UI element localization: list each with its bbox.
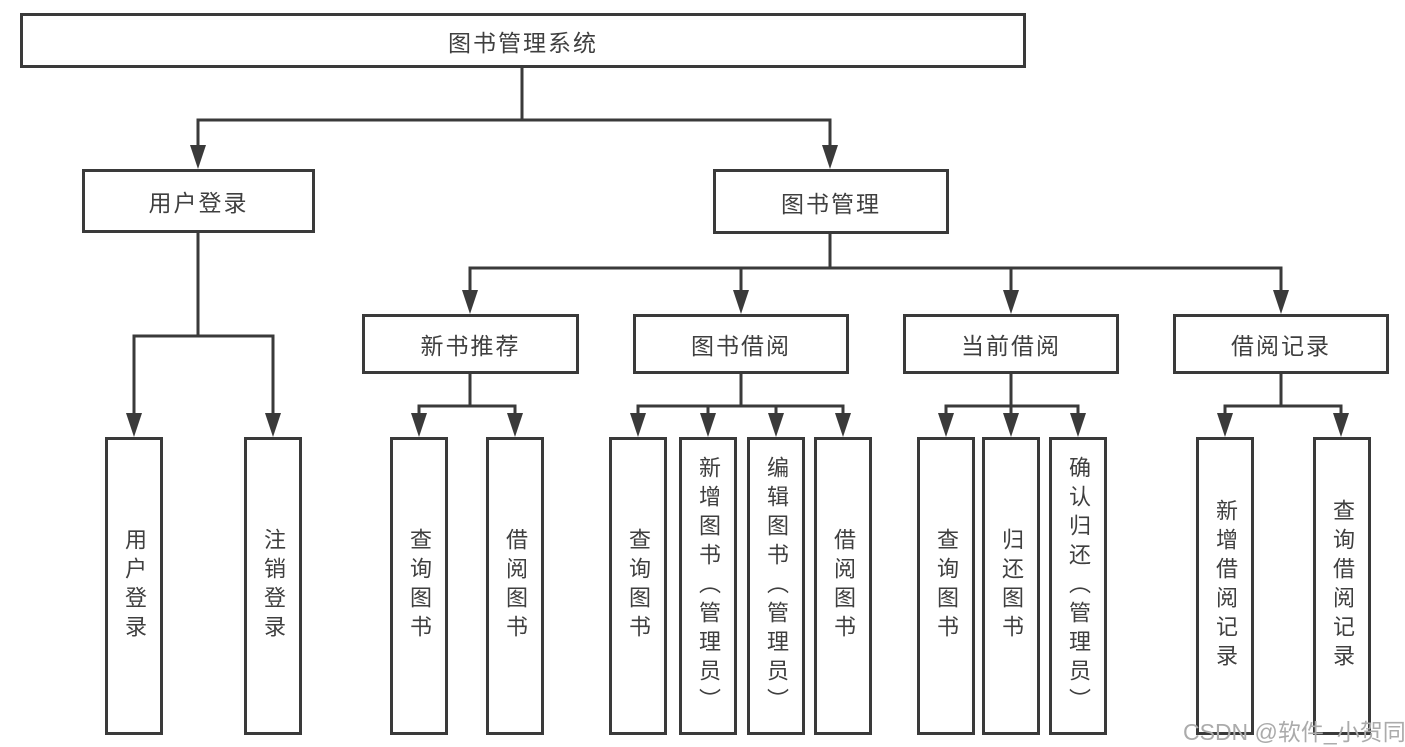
node-borrow-records: 借阅记录 xyxy=(1173,314,1389,374)
leaf-label: 确认归还（管理员） xyxy=(1066,455,1091,717)
leaf-label: 编辑图书（管理员） xyxy=(764,455,789,717)
connector-current-borrow-branch xyxy=(944,372,1080,417)
node-label: 借阅记录 xyxy=(1231,333,1331,359)
leaf-return-books: 归还图书 xyxy=(982,437,1040,735)
leaf-label: 注销登录 xyxy=(261,528,286,644)
leaf-label: 新增图书（管理员） xyxy=(696,455,721,717)
node-book-management: 图书管理 xyxy=(713,169,949,234)
node-label: 新书推荐 xyxy=(420,333,521,359)
node-label: 图书管理 xyxy=(781,190,881,217)
leaf-label: 查询图书 xyxy=(626,528,651,644)
leaf-user-login: 用户登录 xyxy=(105,437,163,735)
node-library-system: 图书管理系统 xyxy=(20,13,1026,68)
leaf-logout: 注销登录 xyxy=(244,437,302,735)
leaf-query-books-current: 查询图书 xyxy=(917,437,975,735)
leaf-borrow-books: 借阅图书 xyxy=(814,437,872,735)
connector-book-borrow-branch xyxy=(636,372,845,417)
leaf-borrow-books-new: 借阅图书 xyxy=(486,437,544,735)
leaf-query-books-new: 查询图书 xyxy=(390,437,448,735)
node-user-login: 用户登录 xyxy=(82,169,315,233)
leaf-label: 查询借阅记录 xyxy=(1330,499,1355,673)
leaf-confirm-return-admin: 确认归还（管理员） xyxy=(1049,437,1107,735)
leaf-query-borrow-record: 查询借阅记录 xyxy=(1313,437,1371,735)
connector-new-books-branch xyxy=(417,372,517,417)
node-label: 图书借阅 xyxy=(691,333,791,359)
leaf-add-borrow-record: 新增借阅记录 xyxy=(1196,437,1254,735)
node-label: 用户登录 xyxy=(148,190,249,216)
leaf-label: 归还图书 xyxy=(999,528,1024,644)
connector-borrow-records-branch xyxy=(1223,372,1343,417)
leaf-label: 查询图书 xyxy=(407,528,432,644)
leaf-query-books-borrow: 查询图书 xyxy=(609,437,667,735)
node-label: 当前借阅 xyxy=(961,333,1061,359)
leaf-label: 查询图书 xyxy=(934,528,959,644)
node-label: 图书管理系统 xyxy=(448,29,598,56)
connector-book-mgmt-branch xyxy=(468,232,1283,294)
node-book-borrow: 图书借阅 xyxy=(633,314,849,374)
leaf-add-books-admin: 新增图书（管理员） xyxy=(679,437,737,735)
arrowhead-icons xyxy=(126,145,1349,437)
node-current-borrow: 当前借阅 xyxy=(903,314,1119,374)
leaf-label: 借阅图书 xyxy=(503,528,528,644)
leaf-label: 借阅图书 xyxy=(831,528,856,644)
csdn-watermark: CSDN @软件_小贺同学 xyxy=(1183,719,1405,745)
connector-root-branch xyxy=(196,66,832,149)
leaf-label: 新增借阅记录 xyxy=(1213,499,1238,673)
node-new-book-recommend: 新书推荐 xyxy=(362,314,579,374)
connector-user-login-branch xyxy=(132,231,275,417)
leaf-edit-books-admin: 编辑图书（管理员） xyxy=(747,437,805,735)
leaf-label: 用户登录 xyxy=(122,528,147,644)
